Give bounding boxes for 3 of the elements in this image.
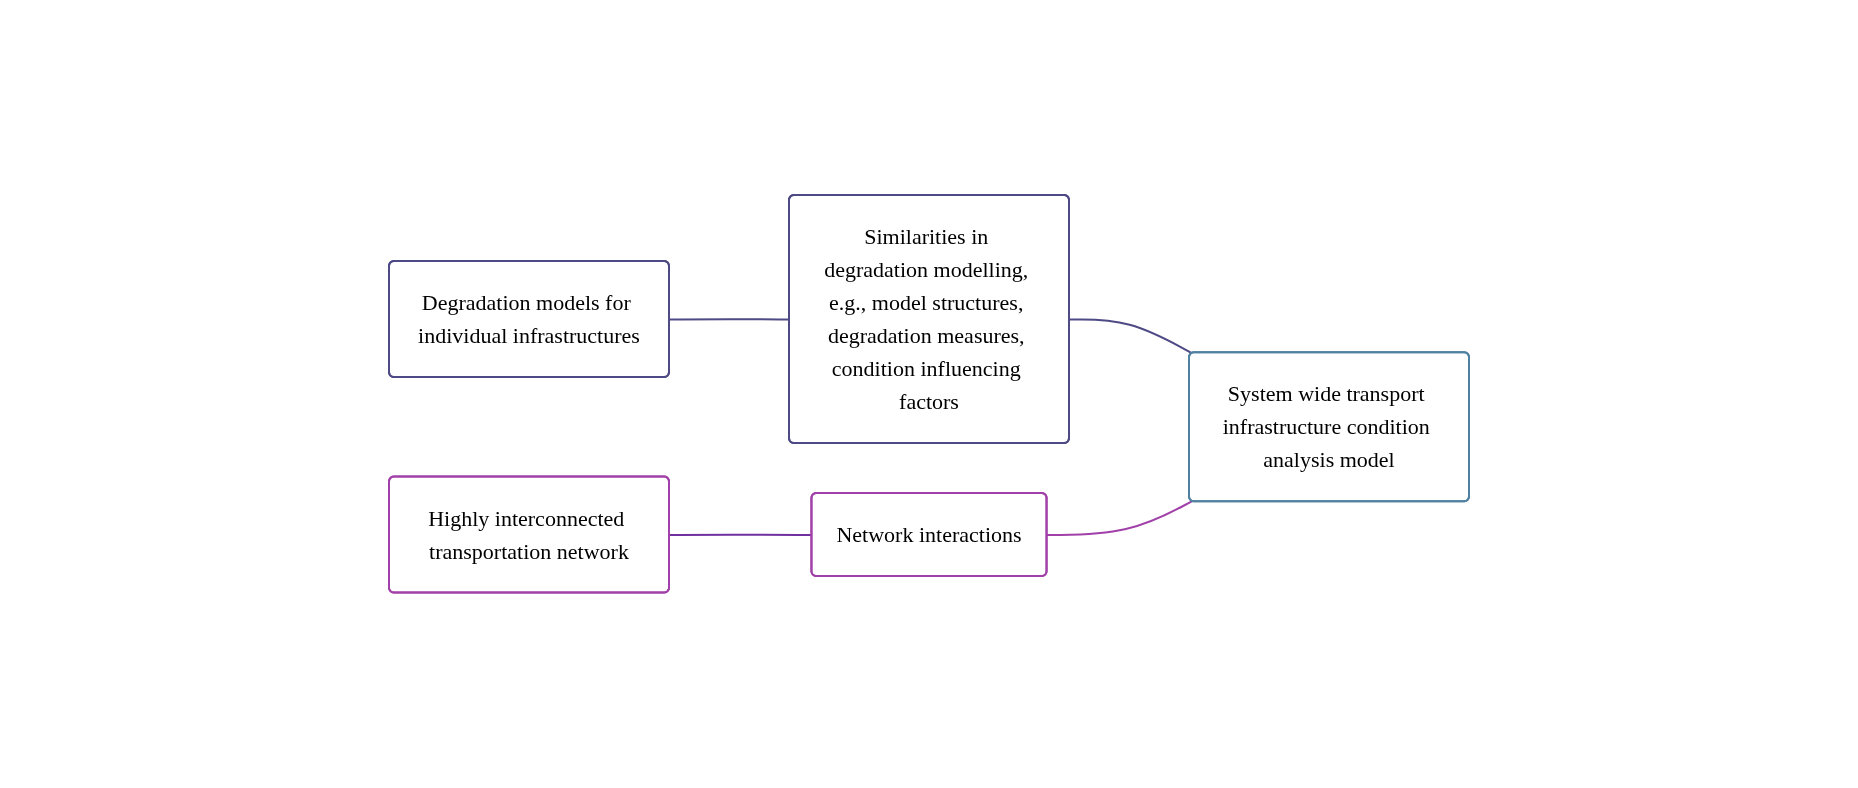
node-text: Degradation models for individual infrastructures xyxy=(418,290,640,349)
connector xyxy=(1046,500,1194,537)
node-text: Similarities in degradation modelling, e.g., model structures, degradation measures, condition influencing factors xyxy=(824,224,1029,415)
